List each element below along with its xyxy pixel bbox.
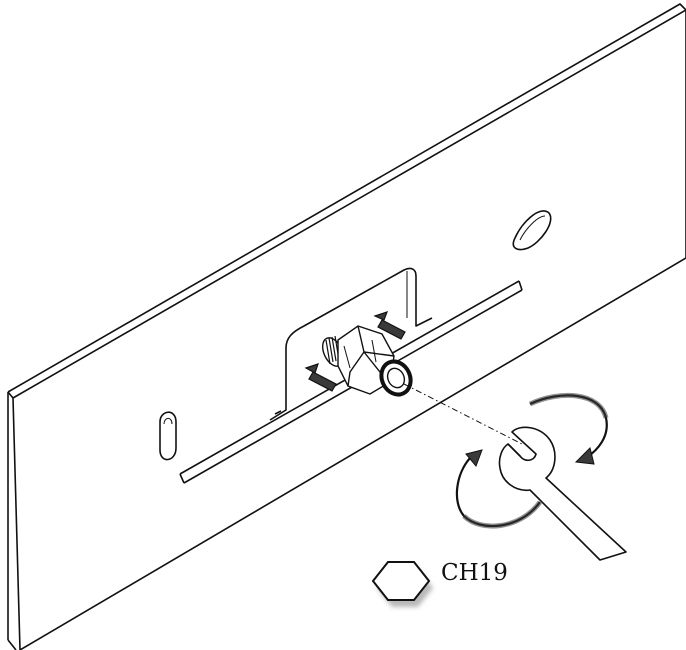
hex-nut-icon xyxy=(371,561,433,607)
recess-bracket xyxy=(269,267,433,421)
insert-arrow-lower xyxy=(304,363,337,392)
insert-arrow-upper xyxy=(373,311,406,340)
wrench xyxy=(498,426,627,561)
wrench-size-label: CH19 xyxy=(441,560,508,586)
rotation-arrow-lower xyxy=(455,449,543,529)
axis-line xyxy=(403,383,523,445)
mounting-slot-right xyxy=(512,210,552,251)
pipe-fitting xyxy=(321,325,413,397)
mounting-slot-left xyxy=(159,411,177,461)
mounting-plate xyxy=(7,3,686,650)
rotation-arrow-upper xyxy=(528,392,609,465)
